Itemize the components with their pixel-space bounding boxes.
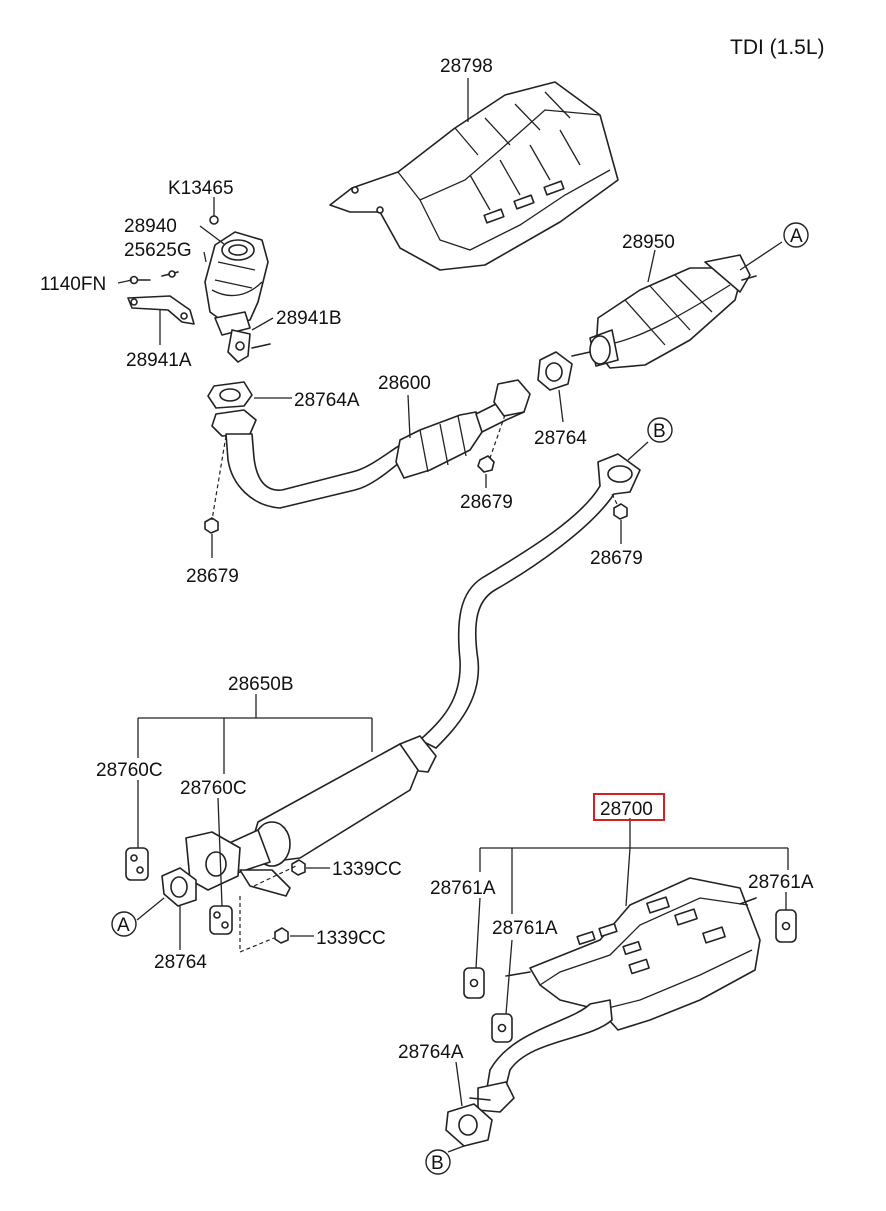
- nut-28679-right[interactable]: [613, 503, 628, 520]
- label-28764-bottom: 28764: [154, 952, 207, 973]
- catalytic-manifold-28940[interactable]: [204, 231, 269, 336]
- label-28764-top: 28764: [534, 428, 587, 449]
- center-pipe-28650b[interactable]: [185, 453, 641, 897]
- label-28761a-1: 28761A: [430, 878, 496, 899]
- stud-25625g[interactable]: [161, 270, 179, 278]
- nut-28679-left[interactable]: [204, 517, 219, 534]
- ref-circle-a-bottom: A: [111, 911, 137, 937]
- ref-circle-b-top: B: [647, 417, 673, 443]
- label-1339cc-1: 1339CC: [332, 859, 402, 880]
- label-28650b: 28650B: [228, 674, 294, 695]
- label-28798: 28798: [440, 56, 493, 77]
- svg-text:A: A: [790, 226, 803, 247]
- front-pipe-28600[interactable]: [211, 379, 531, 509]
- hanger-28760c-2[interactable]: [209, 905, 233, 935]
- label-28760c-2: 28760C: [180, 778, 247, 799]
- diagram-title: TDI (1.5L): [730, 36, 825, 59]
- catalytic-converter-28950[interactable]: [571, 254, 757, 369]
- gasket-28764a-bottom[interactable]: [445, 1103, 493, 1147]
- label-28679-left: 28679: [186, 566, 239, 587]
- highlight-box-28700: [593, 793, 665, 821]
- ref-circle-a-top: A: [783, 222, 809, 248]
- svg-text:B: B: [431, 1153, 444, 1174]
- heat-shield-28798[interactable]: [329, 81, 619, 271]
- hanger-28761a-1[interactable]: [463, 967, 485, 999]
- label-28764a-top: 28764A: [294, 390, 360, 411]
- bolt-k13465[interactable]: [209, 215, 219, 225]
- label-28941a: 28941A: [126, 350, 192, 371]
- label-1140fn: 1140FN: [40, 274, 106, 295]
- nut-28679-mid[interactable]: [477, 455, 495, 473]
- label-28761a-2: 28761A: [492, 918, 558, 939]
- hanger-28761a-3[interactable]: [775, 909, 797, 943]
- ref-circle-b-bottom: B: [425, 1149, 451, 1175]
- label-28941b: 28941B: [276, 308, 342, 329]
- label-1339cc-2: 1339CC: [316, 928, 386, 949]
- label-28950: 28950: [622, 232, 675, 253]
- gasket-28764a-top[interactable]: [207, 381, 253, 409]
- svg-text:A: A: [117, 915, 130, 936]
- bracket-28941b[interactable]: [227, 329, 271, 363]
- nut-1339cc-2[interactable]: [274, 927, 289, 944]
- label-25625g: 25625G: [124, 240, 192, 261]
- gasket-28764-top[interactable]: [537, 351, 573, 391]
- hanger-28761a-2[interactable]: [491, 1013, 513, 1043]
- bolt-1140fn[interactable]: [129, 275, 151, 285]
- label-28760c-1: 28760C: [96, 760, 163, 781]
- gasket-28764-bottom[interactable]: [161, 867, 197, 907]
- label-28679-right: 28679: [590, 548, 643, 569]
- nut-1339cc-1[interactable]: [291, 859, 306, 876]
- label-28700: 28700: [600, 799, 653, 820]
- label-k13465: K13465: [168, 178, 234, 199]
- label-28764a-bottom: 28764A: [398, 1042, 464, 1063]
- hanger-28760c-1[interactable]: [125, 847, 149, 881]
- muffler-28700[interactable]: [469, 877, 761, 1113]
- svg-text:B: B: [653, 421, 666, 442]
- bracket-28941a[interactable]: [127, 295, 195, 325]
- label-28600: 28600: [378, 373, 431, 394]
- label-28761a-3: 28761A: [748, 872, 814, 893]
- label-28940: 28940: [124, 216, 177, 237]
- label-28679-mid: 28679: [460, 492, 513, 513]
